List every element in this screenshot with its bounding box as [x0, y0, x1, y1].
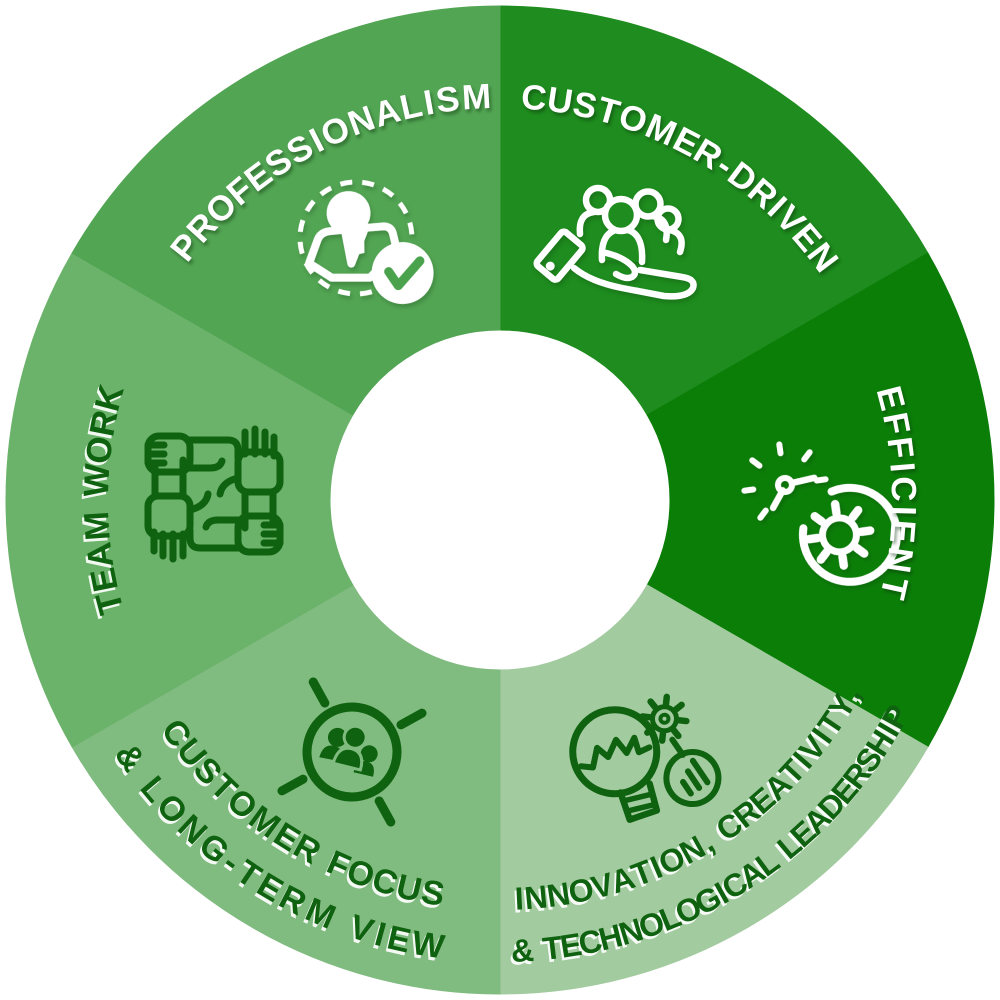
hand-holding-people-icon: [533, 184, 697, 300]
bulb-socket-stripes: [620, 791, 659, 815]
person-tie: [347, 227, 365, 256]
person-head: [326, 191, 371, 236]
svg-text:M: M: [77, 510, 118, 542]
bar-chart: [680, 757, 711, 797]
svg-text:C: C: [884, 476, 924, 502]
svg-text:F: F: [879, 435, 920, 461]
clock-ticks: [741, 441, 829, 521]
people-far-right-head: [654, 205, 682, 233]
bulb-socket: [617, 780, 661, 823]
clock-center: [775, 475, 795, 495]
svg-text:&: &: [510, 932, 535, 969]
segment-team-work: [5, 252, 354, 748]
svg-text:A: A: [79, 540, 121, 570]
hands-pair-a: [144, 425, 284, 532]
svg-text:C: C: [520, 77, 548, 118]
target-ring: [302, 702, 402, 802]
gear: [804, 499, 875, 570]
check-mark: [384, 256, 425, 291]
person-jacket: [305, 222, 401, 282]
svg-text:S: S: [434, 79, 462, 121]
hands-pair-b: [144, 456, 284, 563]
svg-text:W: W: [409, 924, 448, 967]
svg-text:I: I: [884, 505, 923, 516]
svg-text:E: E: [882, 518, 923, 544]
svg-text:N: N: [523, 878, 549, 916]
chart-bubble: [663, 748, 722, 807]
clock-ring: [798, 483, 901, 586]
bulb-glass: [569, 706, 661, 798]
svg-text:O: O: [79, 434, 121, 466]
svg-text:T: T: [541, 929, 565, 967]
segment-professionalism: [71, 5, 501, 416]
lightbulb-gear-chart-icon: [569, 693, 722, 823]
svg-text:I: I: [514, 880, 525, 916]
bulb-crack: [578, 734, 653, 771]
svg-text:N: N: [878, 545, 920, 576]
svg-text:W: W: [77, 463, 118, 498]
svg-text:N: N: [544, 875, 572, 914]
open-palm: [570, 264, 697, 300]
idea-gear: [639, 693, 690, 744]
clock-gear-icon: [741, 441, 901, 586]
segment-efficient: [646, 252, 995, 748]
svg-text:I: I: [882, 461, 922, 474]
minute-hand: [788, 474, 818, 487]
people-center-head: [601, 195, 641, 235]
person-check-icon: [297, 179, 434, 305]
target-people-icon: [277, 677, 427, 827]
interlocked-hands-icon: [144, 425, 284, 563]
svg-text:M: M: [461, 77, 492, 118]
hand-cuff: [533, 228, 586, 283]
thumb: [598, 248, 639, 282]
segment-customer-driven: [499, 5, 929, 416]
target-people: [319, 724, 378, 777]
target-ticks: [277, 677, 427, 827]
svg-text:U: U: [545, 80, 576, 122]
